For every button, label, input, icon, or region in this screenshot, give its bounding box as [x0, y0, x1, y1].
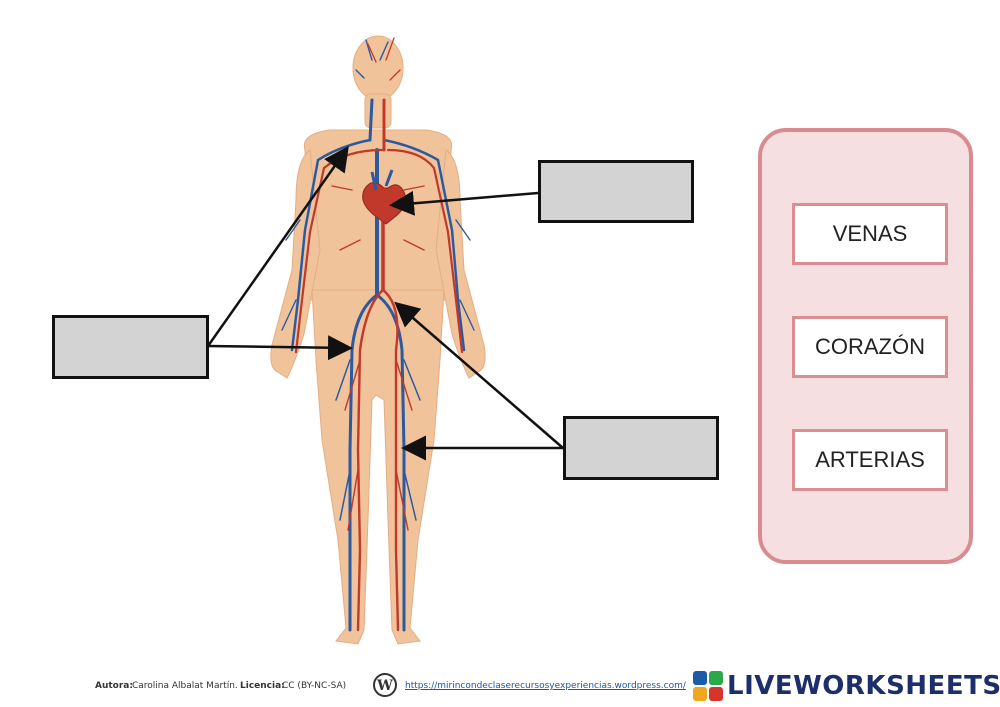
pointer-arrows [206, 145, 564, 461]
footer: Autora: Carolina Albalat Martín. Licenci… [0, 668, 1000, 707]
liveworksheets-brand[interactable]: LIVEWORKSHEETS [693, 670, 1000, 702]
author-label: Autora: [95, 681, 133, 691]
wordpress-icon: W [373, 673, 397, 697]
brand-name: LIVEWORKSHEETS [727, 671, 1000, 701]
arrow-to-heart [389, 190, 539, 216]
word-card-corazon[interactable]: CORAZÓN [792, 316, 948, 378]
arrow-to-hip-vessel [207, 335, 353, 361]
arrow-to-abdomen-vessel [394, 301, 564, 449]
word-bank-panel: VENAS CORAZÓN ARTERIAS [758, 128, 973, 564]
author-name: Carolina Albalat Martín. [132, 681, 238, 691]
body-silhouette [270, 35, 486, 645]
site-link[interactable]: https://mirincondeclaserecursosyexperien… [405, 681, 686, 691]
word-card-venas[interactable]: VENAS [792, 203, 948, 265]
license-label: Licencia: [240, 681, 285, 691]
answer-box-right[interactable] [563, 416, 719, 480]
answer-box-left[interactable] [52, 315, 209, 379]
word-card-arterias[interactable]: ARTERIAS [792, 429, 948, 491]
answer-box-heart[interactable] [538, 160, 694, 223]
arrow-to-chest-vessel [206, 145, 349, 347]
liveworksheets-logo-icon [693, 671, 723, 701]
svg-text:W: W [376, 678, 393, 694]
license-value: CC (BY-NC-SA) [282, 681, 347, 691]
